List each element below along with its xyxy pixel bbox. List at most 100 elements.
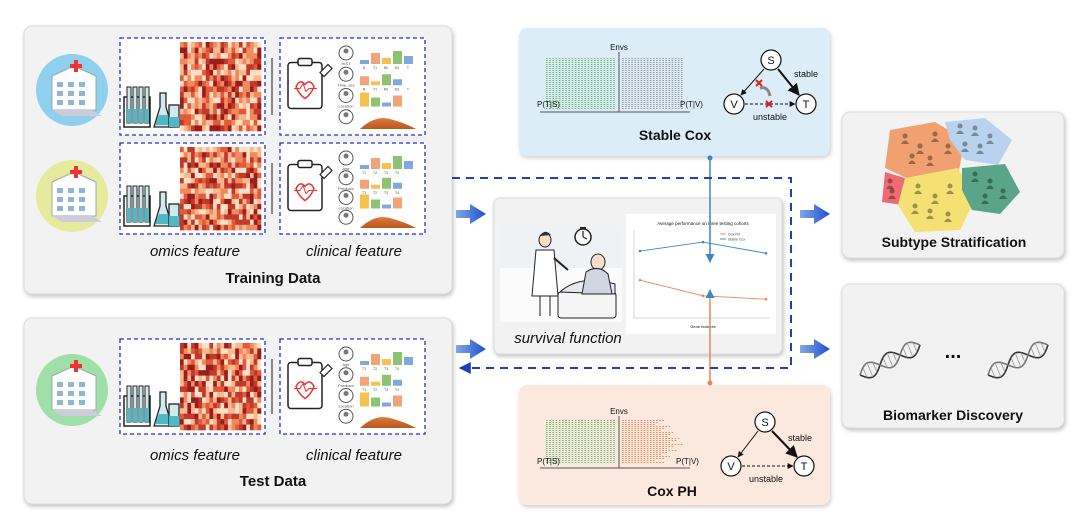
stable-env-dot [594, 74, 596, 75]
stable-env-dot [578, 108, 580, 109]
heatmap-cell [205, 397, 210, 404]
heatmap-cell [213, 375, 218, 382]
heatmap-cell [235, 193, 240, 200]
heatmap-cell [235, 86, 240, 93]
stable-cross-1 [755, 79, 763, 87]
cox-env-dot [613, 450, 615, 451]
dna-rung [892, 352, 898, 363]
cox-env-dot [581, 462, 583, 463]
cox-env-dot-orange [656, 422, 658, 423]
stable-env-dot [606, 104, 609, 105]
heatmap-cell [238, 419, 243, 425]
heatmap-cell [257, 119, 262, 126]
cox-env-dot-orange [643, 446, 646, 447]
stable-env-dot [600, 96, 602, 97]
arrow-training-to-survival [456, 204, 486, 224]
heatmap-cell [257, 125, 262, 132]
stable-env-dot-grey [643, 88, 646, 89]
stable-env-dot-grey [674, 102, 677, 103]
heatmap-cell [198, 188, 203, 194]
cox-env-dot-orange [622, 422, 624, 423]
cox-env-dot-orange [622, 444, 624, 445]
stable-env-dot-grey [649, 58, 652, 59]
cox-env-dot [581, 456, 583, 457]
heatmap-cell [235, 419, 240, 425]
stable-env-dot-grey [637, 64, 640, 65]
stable-env-dot [568, 84, 570, 85]
heatmap-cell [224, 92, 229, 98]
stable-env-dot [597, 102, 599, 103]
stable-env-dot-grey [646, 94, 649, 95]
cox-env-dot [562, 460, 564, 461]
stable-env-dot [603, 98, 606, 99]
heatmap-cell [242, 214, 247, 220]
stable-env-dot-grey [625, 98, 627, 99]
stable-env-dot-grey [653, 102, 655, 103]
stable-env-dot [590, 72, 593, 73]
stable-env-dot-grey [665, 66, 667, 67]
cox-env-dot [613, 456, 615, 457]
cox-env-dot-orange [631, 426, 633, 427]
cox-env-dot [562, 430, 564, 431]
stable-env-dot-grey [665, 68, 667, 69]
stable-env-dot [578, 74, 580, 75]
person-body [944, 218, 952, 222]
stable-env-dot-grey [640, 104, 643, 105]
person-icon [945, 143, 951, 149]
heatmap-cell [220, 359, 225, 366]
stable-env-dot [606, 68, 609, 69]
heatmap-cell [238, 178, 243, 184]
stable-env-dot-grey [646, 102, 649, 103]
heatmap-cell [205, 42, 210, 48]
heatmap-cell [220, 114, 225, 121]
heatmap-cell [180, 419, 184, 425]
stable-env-dot-grey [640, 60, 643, 61]
heatmap-cell [231, 391, 236, 398]
cox-env-dot [568, 424, 570, 425]
heatmap-cell [202, 42, 207, 48]
heatmap-cell [198, 193, 203, 200]
stable-env-dot-grey [668, 58, 671, 59]
cox-env-dot [597, 452, 599, 453]
cox-env-dot-orange [643, 434, 646, 435]
cox-env-dot-orange [640, 460, 643, 461]
cox-env-dot [574, 452, 577, 453]
stable-env-dot [562, 64, 564, 65]
stable-env-dot-grey [646, 64, 649, 65]
stable-env-dot-grey [643, 72, 646, 73]
cox-env-dot [574, 440, 577, 441]
stable-env-dot [568, 62, 570, 63]
cox-env-dot [552, 444, 554, 445]
stable-env-dot [581, 96, 583, 97]
heatmap-cell [216, 209, 221, 215]
cox-env-dot-orange [631, 436, 633, 437]
person-body [981, 200, 989, 204]
heatmap-cell [253, 53, 258, 59]
cox-env-dot-orange [631, 434, 633, 435]
test-tube-liquid [133, 109, 137, 123]
cox-env-dot-orange [631, 440, 633, 441]
hospital-window [57, 91, 63, 96]
heatmap-cell [227, 397, 232, 404]
cox-env-dot-orange [649, 448, 652, 449]
heatmap-cell [180, 162, 184, 169]
heatmap-cell [213, 391, 218, 398]
cox-env-dot [603, 448, 606, 449]
heatmap-cell [202, 209, 207, 215]
heatmap-cell [202, 193, 207, 200]
stable-stable-label: stable [794, 69, 818, 79]
heatmap-cell [187, 408, 192, 414]
heatmap-cell [227, 209, 232, 215]
cox-env-dot [555, 422, 558, 423]
omics-feature-box-training-1 [119, 37, 266, 136]
cox-env-dot-orange [625, 448, 627, 449]
cox-env-dot-orange [634, 424, 636, 425]
heatmap-cell [216, 391, 221, 398]
cox-env-dot-orange [671, 444, 674, 445]
stable-env-dot-grey [677, 104, 680, 105]
stable-env-dot [600, 106, 602, 107]
cox-env-dot-orange [646, 420, 649, 421]
stable-env-dot [549, 70, 551, 71]
heatmap-cell [220, 125, 225, 132]
stable-env-dot-grey [628, 70, 630, 71]
